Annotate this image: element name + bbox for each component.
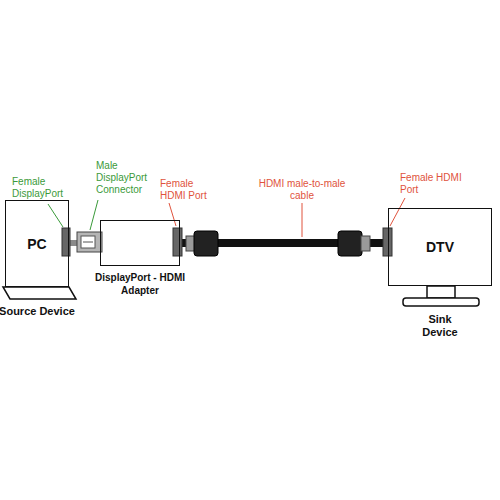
leader-line [302, 203, 303, 237]
leader-line [48, 204, 63, 227]
hdmi-port [173, 228, 182, 256]
adapter-box: DisplayPort - HDMI Adapter [100, 220, 180, 266]
leader-line [169, 203, 176, 226]
monitor-neck [427, 286, 455, 298]
device-name: PC [27, 236, 46, 252]
displayport-plug [77, 232, 102, 252]
hdmi-plug [338, 231, 362, 256]
part-label: Male DisplayPort Connector [96, 160, 168, 196]
device-caption: DisplayPort - HDMI Adapter [85, 271, 195, 297]
part-label: Female DisplayPort [12, 176, 74, 200]
leader-line [390, 198, 405, 226]
leader-line [90, 200, 98, 230]
device-caption: Sink Device [410, 313, 470, 339]
hdmi-plug [194, 231, 218, 256]
part-label: Female HDMI Port [160, 178, 220, 202]
laptop-base [3, 287, 76, 299]
device-caption: Source Device [0, 305, 77, 318]
monitor-base [403, 298, 479, 306]
displayport-plug-slot [81, 236, 95, 248]
part-label: Female HDMI Port [400, 172, 462, 196]
displayport-plug-pin [83, 242, 93, 243]
hdmi-plug-tip [361, 236, 370, 251]
tv-screen: DTVSink Device [388, 208, 492, 286]
laptop-screen: PCSource Device [5, 200, 69, 287]
part-label: HDMI male-to-male cable [258, 178, 346, 202]
device-name: DTV [426, 239, 454, 255]
